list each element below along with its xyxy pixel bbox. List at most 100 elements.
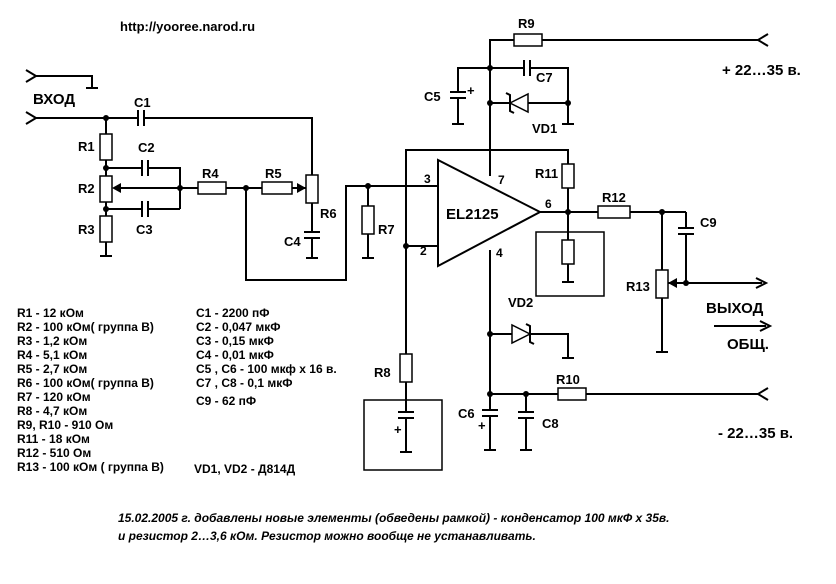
output-arrow — [668, 277, 769, 289]
junction — [565, 100, 571, 106]
vd2-label: VD2 — [508, 295, 533, 310]
zener-diode-vd1 — [490, 92, 568, 114]
capacitor-c3 — [106, 201, 180, 217]
r4-label: R4 — [202, 166, 219, 181]
resistor-list-item: R4 - 5,1 кОм — [17, 348, 87, 362]
capacitor-c4 — [304, 231, 320, 259]
resistor-r7 — [361, 205, 375, 235]
resistor-r2 — [99, 175, 113, 203]
pin-6-label: 6 — [545, 197, 552, 211]
capacitor-c8 — [518, 394, 534, 451]
pin-7-label: 7 — [498, 173, 505, 187]
capacitor-list-item: C9 - 62 пФ — [196, 394, 256, 408]
resistor-r1 — [99, 133, 113, 161]
r9-label: R9 — [518, 16, 535, 31]
resistor-list-item: R6 - 100 кОм( группа В) — [17, 376, 154, 390]
r11-label: R11 — [535, 166, 558, 181]
added-capacitor-frame — [363, 399, 443, 471]
r10-label: R10 — [556, 372, 580, 387]
input-connector — [25, 111, 138, 125]
feedback-wire — [405, 149, 569, 247]
r3-label: R3 — [78, 222, 95, 237]
resistor-r10 — [557, 387, 587, 401]
resistor-list-item: R13 - 100 кОм ( группа В) — [17, 460, 164, 474]
capacitor-c2 — [106, 160, 181, 209]
input-connector-top — [25, 69, 98, 89]
ic-name: EL2125 — [446, 206, 499, 223]
resistor-list-item: R1 - 12 кОм — [17, 306, 84, 320]
resistor-r3 — [99, 215, 113, 243]
note-line-2: и резистор 2…3,6 кОм. Резистор можно воо… — [118, 529, 536, 543]
resistor-list-item: R5 - 2,7 кОм — [17, 362, 87, 376]
opamp-el2125 — [437, 158, 543, 268]
resistor-r8 — [399, 353, 413, 383]
added-resistor-frame — [535, 231, 605, 297]
resistor-list-item: R2 - 100 кОм( группа В) — [17, 320, 154, 334]
capacitor-list-item: C3 - 0,15 мкФ — [196, 334, 274, 348]
r6-wiper-arrow — [297, 183, 306, 193]
c3-label: C3 — [136, 222, 153, 237]
pos-supply-connector — [756, 33, 769, 47]
resistor-r4 — [197, 181, 227, 195]
resistor-r13 — [655, 269, 669, 299]
output-label: ВЫХОД — [706, 300, 764, 317]
capacitor-c9 — [678, 212, 694, 283]
capacitor-c6 — [482, 409, 498, 451]
resistor-r5 — [261, 181, 293, 195]
added-resistor — [561, 239, 575, 265]
capacitor-list-item: C7 , C8 - 0,1 мкФ — [196, 376, 293, 390]
neg-supply-connector — [756, 387, 769, 401]
common-label: ОБЩ. — [727, 336, 769, 353]
resistor-r12 — [597, 205, 631, 219]
pos-supply-label: + 22…35 в. — [722, 62, 801, 79]
c8-label: C8 — [542, 416, 559, 431]
capacitor-list: C1 - 2200 пФ C2 - 0,047 мкФ C3 - 0,15 мк… — [196, 306, 337, 408]
resistor-r11 — [561, 163, 575, 189]
c6-plus-sign: + — [478, 418, 486, 433]
c2-label: C2 — [138, 140, 155, 155]
wire-to-pin3 — [245, 185, 438, 281]
resistor-list-item: R7 - 120 кОм — [17, 390, 91, 404]
added-capacitor-plus-sign: + — [394, 422, 402, 437]
capacitor-list-item: C1 - 2200 пФ — [196, 306, 270, 320]
c4-label: C4 — [284, 234, 301, 249]
junction — [683, 280, 689, 286]
r5-label: R5 — [265, 166, 282, 181]
common-arrow — [714, 320, 773, 332]
resistor-list: R1 - 12 кОм R2 - 100 кОм( группа В) R3 -… — [17, 306, 164, 474]
pin-4-label: 4 — [496, 246, 503, 260]
r7-label: R7 — [378, 222, 395, 237]
capacitor-list-item: C4 - 0,01 мкФ — [196, 348, 274, 362]
site-url: http://yooree.narod.ru — [120, 19, 255, 34]
c9-label: C9 — [700, 215, 717, 230]
capacitor-c7 — [490, 60, 574, 125]
pin-2-label: 2 — [420, 244, 427, 258]
capacitor-c5 — [450, 67, 490, 125]
resistor-list-item: R8 - 4,7 кОм — [17, 404, 87, 418]
c6-label: C6 — [458, 406, 475, 421]
resistor-list-item: R11 - 18 кОм — [17, 432, 90, 446]
c1-label: C1 — [134, 95, 151, 110]
pin7-wire — [489, 39, 514, 176]
added-capacitor — [398, 382, 414, 453]
c5-label: C5 — [424, 89, 441, 104]
resistor-list-item: R3 - 1,2 кОм — [17, 334, 87, 348]
r1-label: R1 — [78, 139, 95, 154]
diode-list: VD1, VD2 - Д814Д — [194, 462, 296, 476]
r12-label: R12 — [602, 190, 626, 205]
c5-plus-sign: + — [467, 83, 475, 98]
input-label: ВХОД — [33, 91, 75, 108]
neg-supply-label: - 22…35 в. — [718, 425, 793, 442]
r2-label: R2 — [78, 181, 95, 196]
r13-label: R13 — [626, 279, 650, 294]
c7-label: C7 — [536, 70, 553, 85]
resistor-list-item: R9, R10 - 910 Ом — [17, 418, 113, 432]
resistor-r9 — [513, 33, 543, 47]
zener-diode-vd2 — [490, 323, 574, 359]
r6-label: R6 — [320, 206, 337, 221]
pin-3-label: 3 — [424, 172, 431, 186]
capacitor-c1 — [137, 110, 313, 175]
resistor-r6 — [305, 174, 319, 204]
